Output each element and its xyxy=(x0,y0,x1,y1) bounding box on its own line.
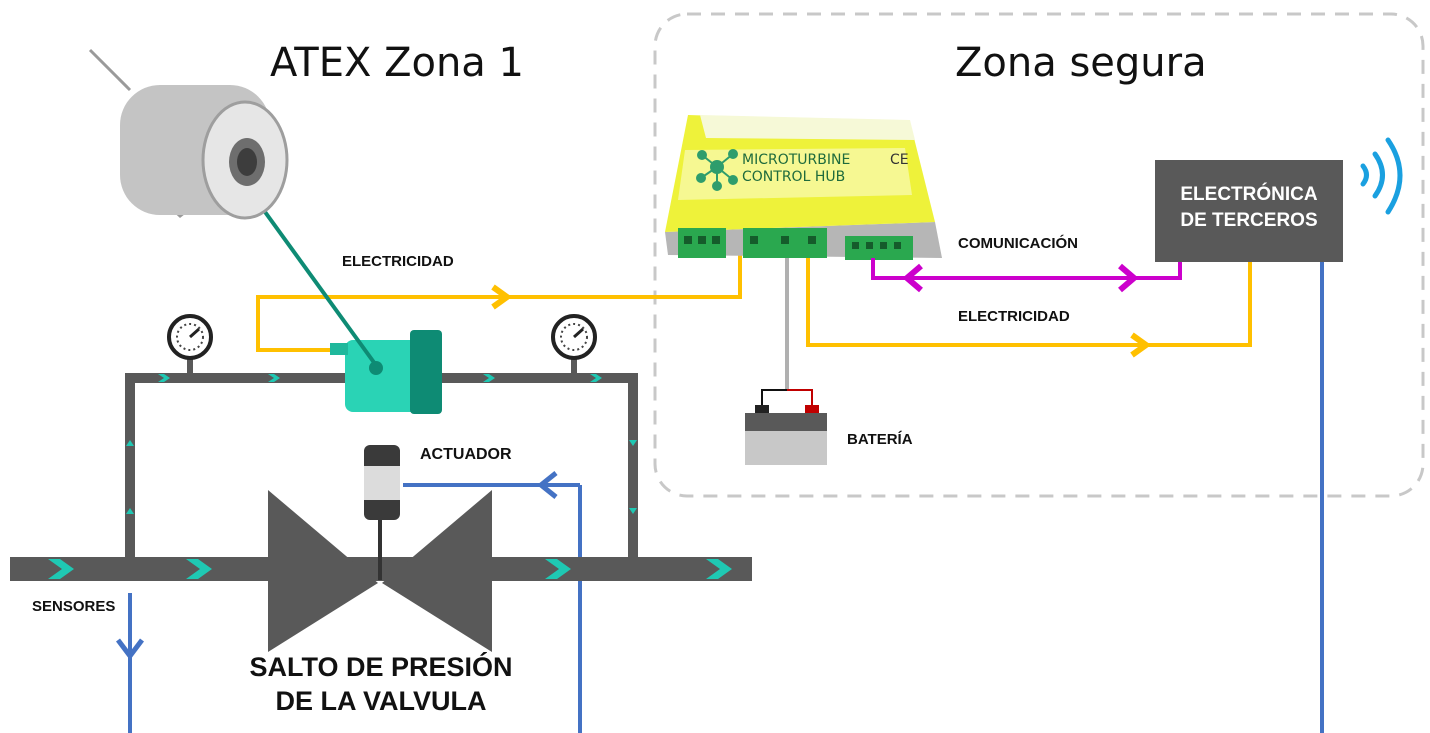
electricity-label-left: ELECTRICIDAD xyxy=(342,253,454,270)
signal-lines xyxy=(128,262,1324,733)
battery-icon xyxy=(745,405,827,465)
electricity-arrow-right xyxy=(1130,332,1152,358)
communication-arrow-left xyxy=(902,263,923,293)
actuator-signal-arrow xyxy=(536,471,558,499)
valve-pressure-drop-line2: DE LA VALVULA xyxy=(275,686,487,716)
communication-line xyxy=(871,258,1182,280)
pressure-gauge-right-icon xyxy=(551,314,597,360)
safe-zone-boundary xyxy=(653,12,1425,498)
hub-logo-icon xyxy=(696,149,738,191)
sensors-label: SENSORES xyxy=(32,598,116,615)
valve-icon xyxy=(268,490,492,652)
control-hub-device: MICROTURBINE CONTROL HUB CE xyxy=(665,115,942,260)
wifi-signal-icon xyxy=(1360,137,1403,215)
microturbine-icon xyxy=(330,330,442,414)
pressure-sensor-icon xyxy=(88,48,380,370)
electricity-line-left xyxy=(256,245,742,352)
sensor-signal-arrow xyxy=(116,638,144,661)
hub-brand-line1: MICROTURBINE xyxy=(742,152,850,168)
electricity-line-right xyxy=(806,258,1252,347)
communication-label: COMUNICACIÓN xyxy=(958,235,1078,252)
safe-zone-title: Zona segura xyxy=(955,40,1207,86)
third-party-line1: ELECTRÓNICA xyxy=(1180,184,1318,205)
actuator-label: ACTUADOR xyxy=(420,446,512,463)
electricity-arrow-left xyxy=(491,284,513,310)
hub-ce-mark: CE xyxy=(890,152,909,168)
battery-label: BATERÍA xyxy=(847,431,913,448)
atex-zone-title: ATEX Zona 1 xyxy=(270,40,524,86)
third-party-box-label: ELECTRÓNICA DE TERCEROS xyxy=(1155,182,1343,234)
communication-arrow-right xyxy=(1118,263,1139,293)
electricity-label-right: ELECTRICIDAD xyxy=(958,308,1070,325)
hub-brand-line2: CONTROL HUB xyxy=(742,169,845,185)
valve-pressure-drop-line1: SALTO DE PRESIÓN xyxy=(249,652,513,682)
third-party-box xyxy=(1155,160,1343,262)
flow-chevrons xyxy=(48,374,732,579)
third-party-line2: DE TERCEROS xyxy=(1180,210,1318,231)
valve-pressure-drop-label: SALTO DE PRESIÓN DE LA VALVULA xyxy=(228,650,534,718)
actuator-icon xyxy=(364,445,400,520)
pressure-gauge-left-icon xyxy=(167,314,213,360)
